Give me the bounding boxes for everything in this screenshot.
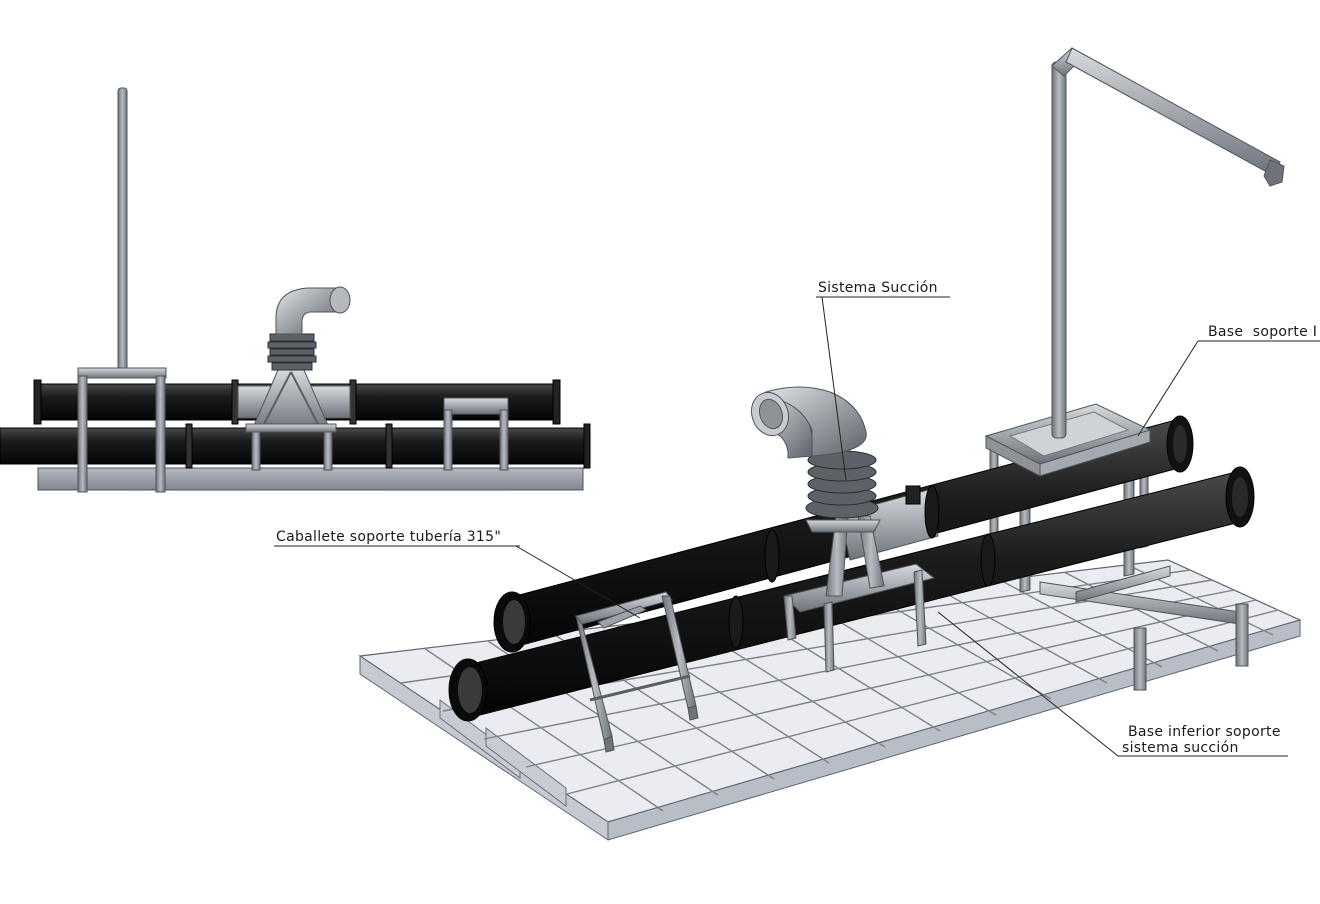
side-elevation-view (0, 87, 591, 493)
iso-pipe-clamp (905, 485, 921, 505)
iso-crane-mast (1051, 47, 1285, 439)
side-view-pole-base-frame (77, 367, 167, 493)
side-view-suction-assembly (245, 286, 351, 471)
iso-caballete-frame (575, 591, 699, 753)
callout-base-soporte: Base soporte I (1137, 324, 1320, 437)
callout-caballete-label: Caballete soporte tubería 315" (276, 529, 501, 545)
callouts: Sistema Succión Base soporte I Caballete… (274, 280, 1320, 757)
callout-base-inferior-label-line1: Base inferior soporte (1128, 724, 1281, 740)
side-view-base-slab (37, 467, 584, 491)
side-view-vertical-pole (117, 87, 128, 371)
side-view-caballete-frame (443, 397, 509, 471)
side-view-lower-pipe (0, 423, 591, 469)
isometric-view (358, 47, 1302, 841)
callout-caballete: Caballete soporte tubería 315" (274, 529, 641, 619)
iso-base-soporte-box (984, 403, 1152, 477)
callout-sistema-succion-label: Sistema Succión (818, 280, 938, 296)
iso-suction-system (750, 386, 936, 673)
callout-sistema-succion: Sistema Succión (816, 280, 950, 481)
callout-base-inferior-label-line2: sistema succión (1122, 740, 1239, 756)
callout-base-soporte-label: Base soporte I (1208, 324, 1317, 340)
callout-base-inferior: Base inferior soporte sistema succión (937, 611, 1288, 757)
